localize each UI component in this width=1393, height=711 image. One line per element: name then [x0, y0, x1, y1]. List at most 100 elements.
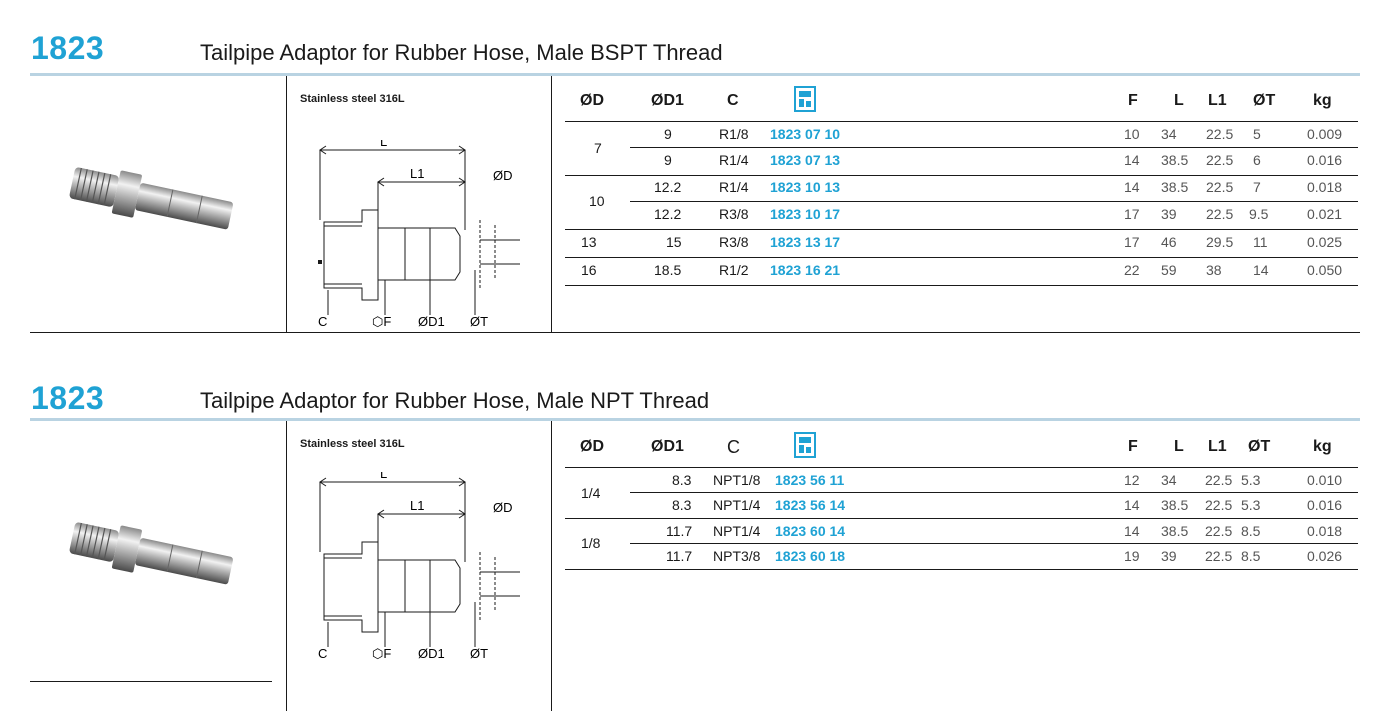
section-top-rule [30, 73, 1360, 76]
cell-od1: 18.5 [654, 262, 682, 278]
group-od: 10 [589, 193, 605, 209]
cell-l1: 22.5 [1206, 206, 1234, 222]
col-header-od: ØD [580, 92, 604, 109]
cell-kg: 0.026 [1307, 548, 1343, 564]
cell-ref[interactable]: 1823 16 21 [770, 262, 841, 278]
cell-od1: 11.7 [666, 548, 693, 564]
cell-l1: 22.5 [1206, 126, 1234, 142]
cell-kg: 0.018 [1307, 523, 1343, 539]
cell-kg: 0.009 [1307, 126, 1343, 142]
col-header-kg: kg [1313, 438, 1332, 455]
column-divider [551, 76, 552, 333]
cell-ot: 5.3 [1241, 472, 1261, 488]
col-header-l: L [1174, 438, 1184, 455]
cell-c: NPT1/4 [713, 523, 761, 539]
cell-ot: 11 [1253, 234, 1268, 250]
cell-l1: 22.5 [1205, 548, 1233, 564]
cell-l: 34 [1161, 126, 1177, 142]
dim-label-l: L [380, 140, 387, 149]
cell-ref[interactable]: 1823 07 10 [770, 126, 841, 142]
cell-l1: 22.5 [1205, 472, 1233, 488]
cell-l: 38.5 [1161, 179, 1189, 195]
dim-label-c: C [318, 646, 327, 661]
cell-l: 34 [1161, 472, 1177, 488]
cell-l: 39 [1161, 548, 1177, 564]
fitting-photo [69, 522, 233, 585]
col-header-l1: L1 [1208, 438, 1227, 455]
dim-label-f: ⬡F [372, 314, 391, 329]
cell-c: NPT1/4 [713, 497, 761, 513]
dim-label-l1: L1 [410, 166, 424, 181]
cell-ref[interactable]: 1823 56 11 [775, 472, 845, 488]
column-divider [286, 421, 287, 711]
dim-label-l: L [380, 472, 387, 481]
dim-label-l1: L1 [410, 498, 424, 513]
col-header-l: L [1174, 92, 1184, 109]
cell-kg: 0.050 [1307, 262, 1343, 278]
cell-c: R1/8 [719, 126, 749, 142]
dim-label-od1: ØD1 [418, 646, 445, 661]
row-rule [630, 147, 1358, 148]
product-title: Tailpipe Adaptor for Rubber Hose, Male B… [200, 40, 723, 65]
catalog-logo-icon [794, 432, 816, 458]
dim-label-f: ⬡F [372, 646, 391, 661]
header-rule [565, 121, 1358, 122]
row-rule [630, 543, 1358, 544]
cell-ref[interactable]: 1823 56 14 [775, 497, 846, 513]
cell-ref[interactable]: 1823 10 13 [770, 179, 841, 195]
table-bottom-rule [565, 569, 1358, 570]
material-label: Stainless steel 316L [300, 438, 405, 450]
cell-f: 10 [1124, 126, 1140, 142]
cell-f: 22 [1124, 262, 1140, 278]
cell-od1: 12.2 [654, 206, 682, 222]
cell-kg: 0.021 [1307, 206, 1343, 222]
cell-kg: 0.016 [1307, 152, 1343, 168]
row-rule [630, 201, 1358, 202]
dim-label-od: ØD [493, 500, 513, 515]
cell-l: 39 [1161, 206, 1177, 222]
cell-l1: 29.5 [1206, 234, 1234, 250]
cell-f: 12 [1124, 472, 1140, 488]
dim-label-od: ØD [493, 168, 513, 183]
cell-ref[interactable]: 1823 60 14 [775, 523, 846, 539]
group-od: 7 [594, 140, 602, 156]
technical-drawing: L L1 ØD C ⬡F ØD1 ØT [318, 140, 520, 329]
group-od: 13 [581, 234, 597, 250]
product-code: 1823 [31, 30, 105, 66]
col-header-c: C [727, 92, 739, 109]
cell-c: R1/4 [719, 179, 749, 195]
product-code: 1823 [31, 380, 105, 416]
cell-c: R1/2 [719, 262, 749, 278]
section-top-rule [30, 418, 1360, 421]
cell-kg: 0.025 [1307, 234, 1343, 250]
cell-ref[interactable]: 1823 07 13 [770, 152, 841, 168]
cell-ref[interactable]: 1823 13 17 [770, 234, 841, 250]
group-rule [565, 257, 1358, 258]
cell-od1: 8.3 [672, 497, 692, 513]
table-bottom-rule [565, 285, 1358, 286]
cell-l1: 22.5 [1206, 152, 1234, 168]
cell-f: 19 [1124, 548, 1140, 564]
dim-label-ot: ØT [470, 646, 488, 661]
cell-od1: 8.3 [672, 472, 692, 488]
cell-ot: 8.5 [1241, 548, 1261, 564]
cell-od1: 15 [666, 234, 682, 250]
cell-ot: 7 [1253, 179, 1261, 195]
section-bottom-rule [30, 332, 1360, 333]
catalog-logo-icon [794, 86, 816, 112]
cell-c: R3/8 [719, 206, 749, 222]
cell-l: 38.5 [1161, 152, 1189, 168]
col-header-f: F [1128, 92, 1138, 109]
cell-ot: 14 [1253, 262, 1269, 278]
cell-ot: 9.5 [1249, 206, 1269, 222]
col-header-c: C [727, 437, 740, 457]
cell-ref[interactable]: 1823 10 17 [770, 206, 841, 222]
cell-kg: 0.018 [1307, 179, 1343, 195]
cell-l: 38.5 [1161, 523, 1189, 539]
cell-ref[interactable]: 1823 60 18 [775, 548, 846, 564]
cell-f: 14 [1124, 523, 1140, 539]
section-bottom-rule [30, 681, 272, 682]
cell-l: 46 [1161, 234, 1177, 250]
cell-c: NPT3/8 [713, 548, 761, 564]
cell-ot: 8.5 [1241, 523, 1261, 539]
